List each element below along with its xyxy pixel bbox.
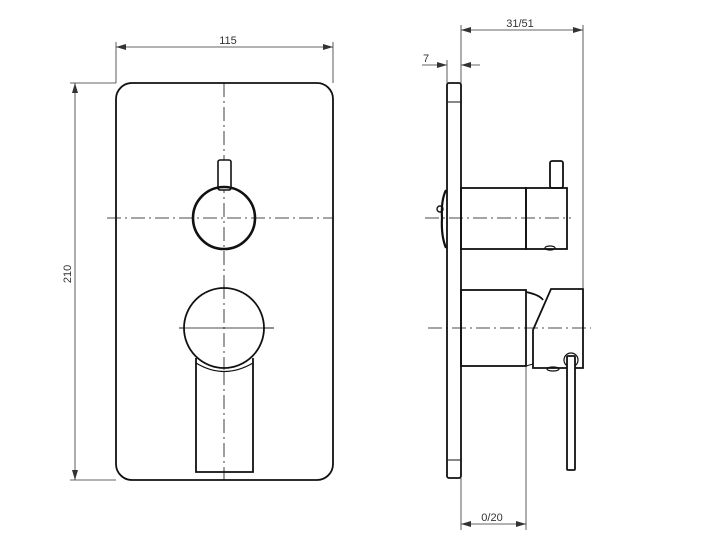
front-view (107, 82, 334, 481)
plate-seal (440, 189, 448, 249)
mixer-lever (195, 358, 254, 473)
upper-body (460, 187, 527, 250)
plate-profile (446, 82, 462, 479)
diverter-pin (217, 159, 232, 191)
height-label: 210 (62, 265, 74, 283)
upper-pin (549, 160, 564, 189)
cover-plate (115, 82, 334, 481)
plate-thickness-label: 7 (423, 53, 429, 65)
side-dimensions (422, 25, 584, 530)
wall-offset-label: 0/20 (481, 512, 502, 524)
side-view (425, 82, 591, 479)
front-dimensions (70, 42, 334, 481)
width-label: 115 (219, 35, 237, 47)
side-lever (566, 355, 576, 471)
diverter-knob (191, 185, 257, 251)
depth-label: 31/51 (506, 18, 534, 30)
upper-cap (525, 187, 568, 250)
lever-arc (195, 362, 254, 373)
